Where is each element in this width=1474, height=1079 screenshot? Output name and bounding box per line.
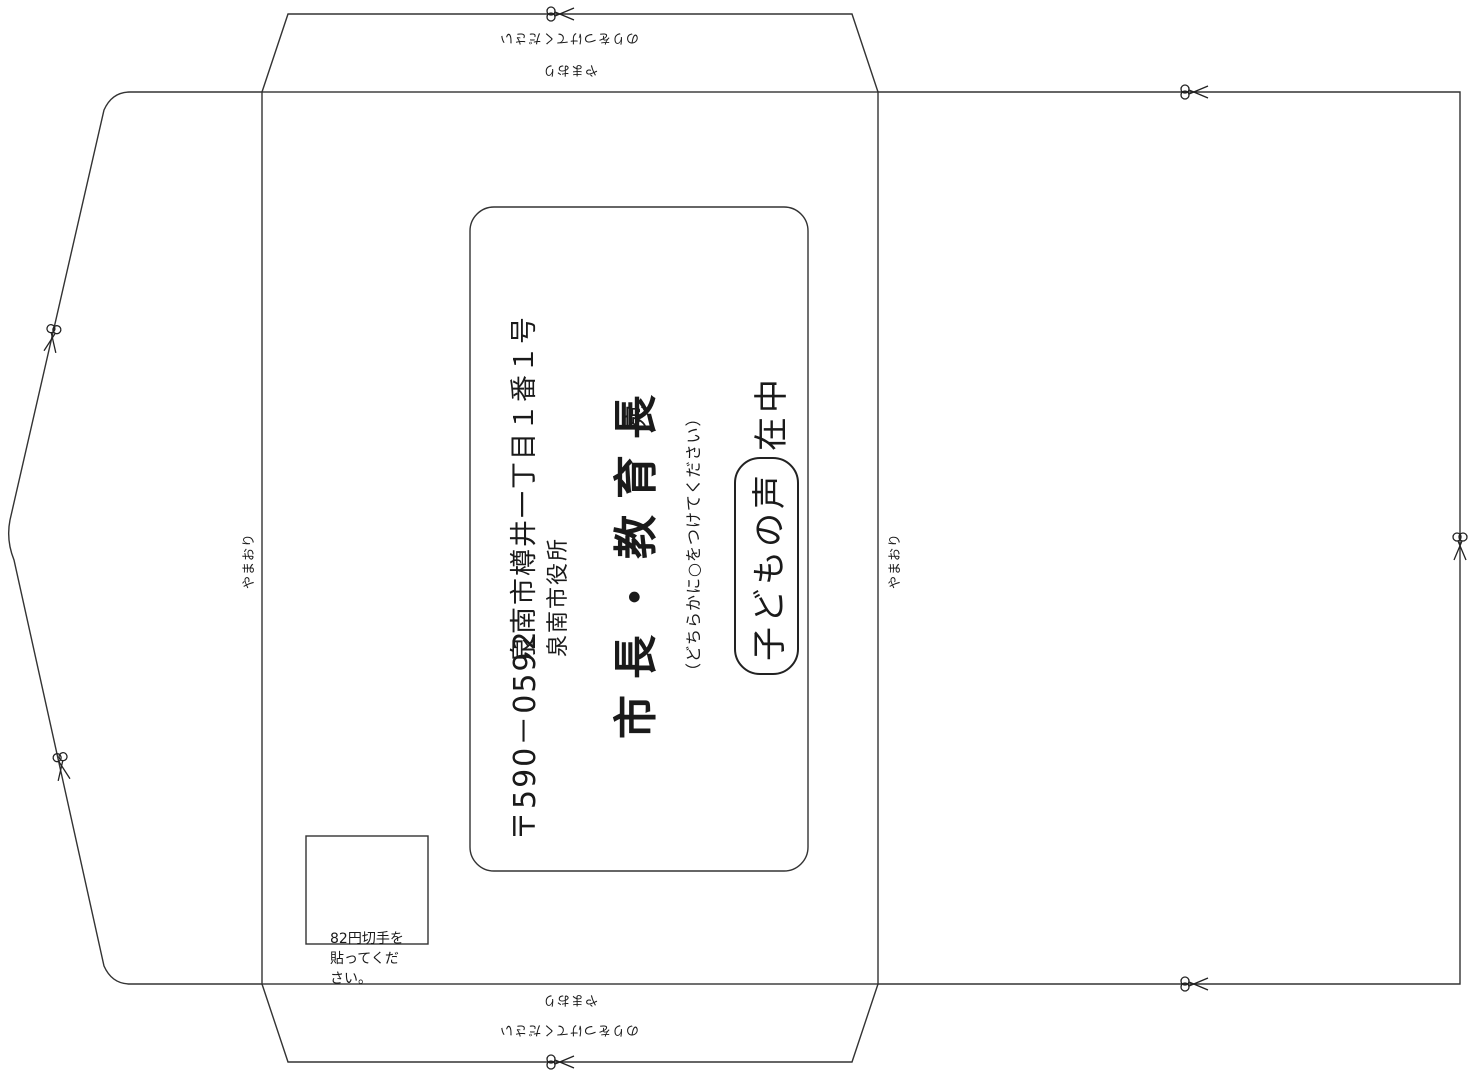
fold-label-left: やまおり <box>242 532 257 589</box>
stamp-box <box>305 835 429 945</box>
bottom-flap-outline <box>261 983 879 1063</box>
scissors-icon <box>546 6 575 22</box>
category-selected: 子どもの声 <box>734 457 799 675</box>
back-panel <box>878 91 1461 985</box>
scissors-icon <box>1180 84 1209 100</box>
recipient-suffix: 宛 <box>622 405 650 429</box>
left-flap-outline <box>7 91 262 985</box>
instruction-note: （どちらかに○をつけてください） <box>684 409 703 679</box>
address-line-2: 泉南市役所 <box>546 536 571 657</box>
scissors-icon <box>43 323 62 354</box>
recipient-options: 市長・教育長 <box>611 379 662 739</box>
scissors-icon <box>546 1054 575 1070</box>
scissors-icon <box>1452 532 1468 561</box>
address-line-1: 泉南市樽井一丁目１番１号 <box>509 315 540 663</box>
address-box <box>469 206 809 872</box>
stamp-note: 82円切手を 貼ってくだ さい。 <box>330 931 404 987</box>
scissors-icon <box>52 751 71 782</box>
top-flap-outline <box>261 13 879 93</box>
front-panel <box>261 91 879 985</box>
category-other: 在中 <box>752 375 792 451</box>
fold-label-right: やまおり <box>888 532 903 589</box>
scissors-icon <box>1180 976 1209 992</box>
